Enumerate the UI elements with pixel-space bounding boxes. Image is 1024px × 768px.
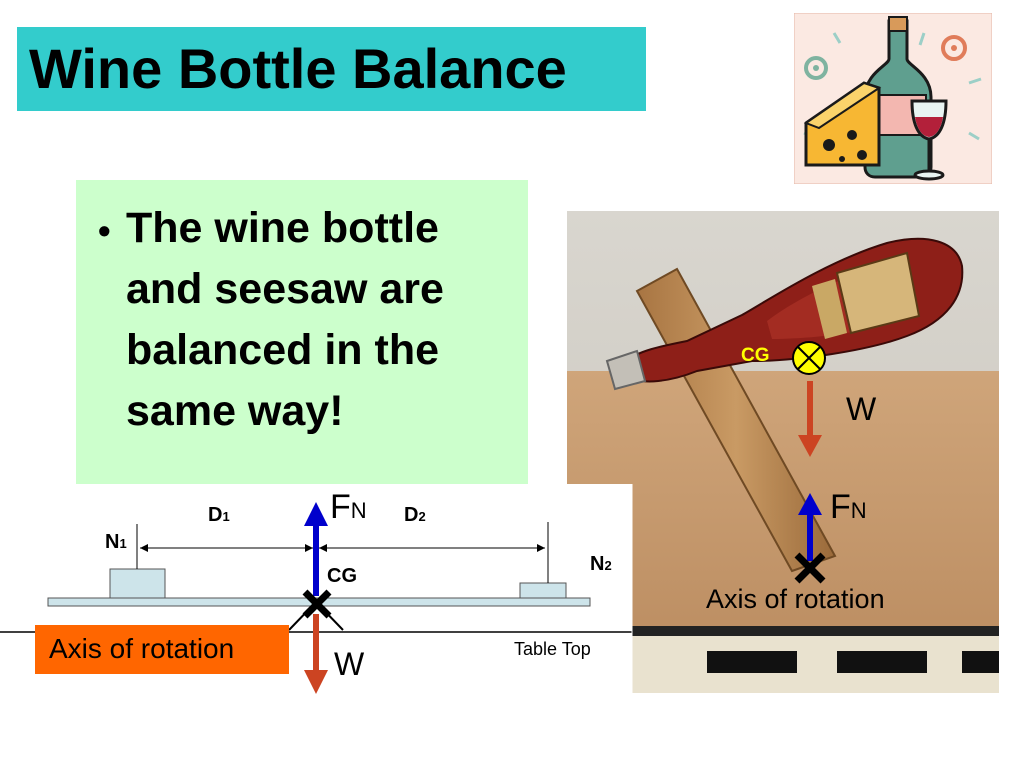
photo-normal-force-label: FN <box>830 488 867 527</box>
seesaw-axis-label: Axis of rotation <box>49 633 235 664</box>
weight-arrow <box>798 381 822 457</box>
n2-symbol: N <box>590 553 605 575</box>
slide-title: Wine Bottle Balance <box>29 37 567 100</box>
d2-subscript: 2 <box>418 509 426 524</box>
n2-label: N2 <box>590 553 612 576</box>
wine-cheese-clipart <box>794 13 992 184</box>
seesaw-weight-arrow <box>304 614 328 694</box>
d2-symbol: D <box>404 504 419 526</box>
left-block <box>109 568 166 599</box>
d1-symbol: D <box>208 504 223 526</box>
n1-symbol: N <box>105 531 120 553</box>
photo-cg-label: CG <box>741 345 770 366</box>
n2-subscript: 2 <box>604 558 612 573</box>
bullet-panel: • The wine bottle and seesaw are balance… <box>76 180 528 486</box>
seesaw-weight-label: W <box>334 646 365 682</box>
title-banner: Wine Bottle Balance <box>17 27 646 111</box>
seesaw-pivot-x-icon <box>302 589 332 619</box>
photo-weight-label: W <box>846 391 877 427</box>
right-block <box>519 582 567 599</box>
seesaw-cg-label: CG <box>327 565 357 587</box>
pivot-x-icon <box>794 552 826 584</box>
seesaw-diagram <box>0 484 633 734</box>
d1-label: D1 <box>208 504 230 527</box>
bullet-point-marker: • <box>98 210 111 251</box>
seesaw-axis-label-box: Axis of rotation <box>35 625 289 674</box>
normal-force-arrow <box>798 493 822 561</box>
n1-label: N1 <box>105 531 127 554</box>
d1-subscript: 1 <box>222 509 230 524</box>
bullet-text: The wine bottle and seesaw are balanced … <box>126 204 444 435</box>
photo-normal-force-subscript: N <box>850 498 867 523</box>
photo-annotations <box>792 341 826 584</box>
seesaw-normal-force-label: FN <box>330 488 367 527</box>
n1-subscript: 1 <box>119 536 127 551</box>
seesaw-normal-force-arrow <box>304 502 328 596</box>
photo-axis-label: Axis of rotation <box>706 584 885 614</box>
seesaw-normal-force-subscript: N <box>350 498 367 523</box>
photo-normal-force-symbol: F <box>830 488 851 526</box>
seesaw-normal-force-symbol: F <box>330 488 351 526</box>
table-top-label: Table Top <box>514 639 591 659</box>
wine-bottle-photo <box>567 211 999 693</box>
d2-label: D2 <box>404 504 426 527</box>
